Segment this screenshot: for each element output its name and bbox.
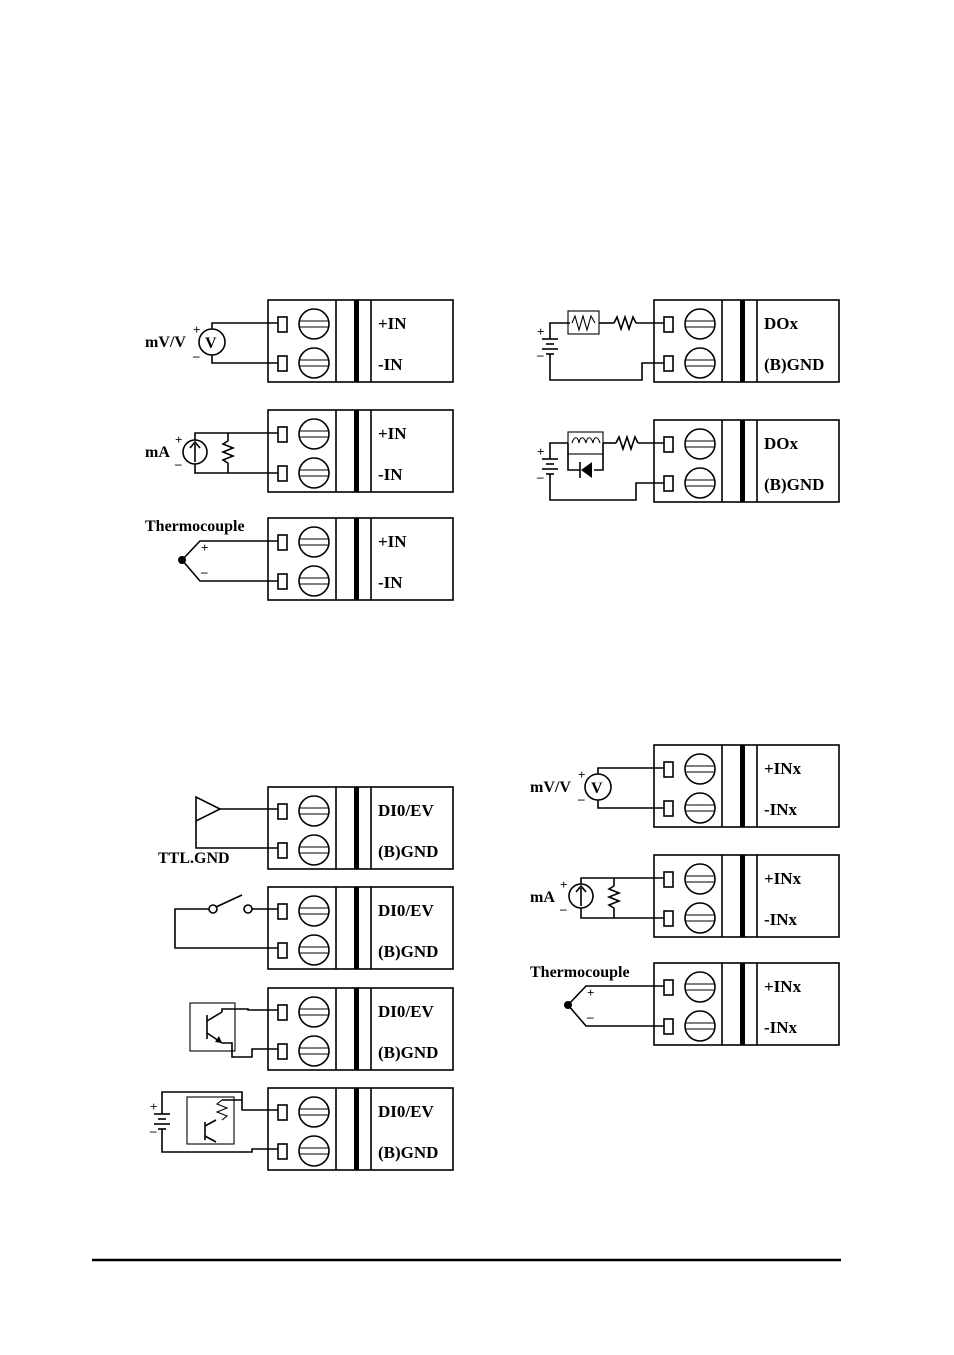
voltmeter-symbol: V: [205, 335, 217, 352]
switch-icon: [215, 894, 243, 908]
ttl-ground-label: TTL.GND: [158, 850, 230, 867]
terminal-block-aix-2: +INx -INx: [653, 854, 840, 938]
resistor-icon: [215, 1099, 229, 1121]
switch-input-wiring: [174, 894, 278, 949]
terminal-label-gnd: (B)GND: [764, 475, 824, 494]
diode-icon: [581, 462, 592, 478]
terminal-label-plus-in: +IN: [378, 532, 407, 551]
do-resistive-load-wiring: + –: [536, 310, 664, 381]
terminal-label-dox: DOx: [764, 434, 799, 453]
terminal-block-aix-1: +INx -INx: [653, 744, 840, 828]
minus-sign: –: [149, 1123, 157, 1138]
thermocouple-x-wiring: Thermocouple + –: [530, 964, 664, 1027]
voltage-source-wiring: mV/V + – V: [145, 322, 278, 364]
minus-sign: –: [174, 456, 182, 471]
plus-sign: +: [537, 444, 544, 459]
terminal-label-dox: DOx: [764, 314, 799, 333]
terminal-label-minus-inx: -INx: [764, 1018, 798, 1037]
terminal-label-plus-inx: +INx: [764, 869, 802, 888]
terminal-label-gnd: (B)GND: [378, 942, 438, 961]
photocoupler-input-wiring: + –: [149, 1091, 278, 1153]
voltage-source-label: mV/V: [145, 334, 186, 351]
voltage-source-x-wiring: mV/V + – V: [530, 767, 664, 809]
plus-sign: +: [175, 432, 182, 447]
plus-sign: +: [201, 540, 208, 555]
terminal-label-gnd: (B)GND: [378, 1143, 438, 1162]
terminal-label-di0: DI0/EV: [378, 901, 434, 920]
ttl-buffer-icon: [195, 795, 222, 823]
terminal-label-minus-in: -IN: [378, 573, 403, 592]
terminal-label-plus-in: +IN: [378, 424, 407, 443]
plus-sign: +: [193, 322, 200, 337]
current-source-label: mA: [145, 444, 170, 461]
terminal-label-gnd: (B)GND: [378, 1043, 438, 1062]
terminal-block-di-2: DI0/EV (B)GND: [267, 886, 454, 970]
plus-sign: +: [560, 877, 567, 892]
terminal-block-di-3: DI0/EV (B)GND: [267, 987, 454, 1071]
terminal-label-minus-inx: -INx: [764, 800, 798, 819]
do-relay-load-wiring: + –: [536, 431, 664, 501]
terminal-label-gnd: (B)GND: [764, 355, 824, 374]
resistor-icon: [615, 434, 639, 452]
current-source-x-wiring: mA + –: [530, 877, 664, 919]
minus-sign: –: [577, 791, 585, 806]
minus-sign: –: [536, 469, 544, 484]
terminal-block-ai-3: +IN -IN: [267, 517, 454, 601]
terminal-block-ai-1: +IN -IN: [267, 299, 454, 383]
minus-sign: –: [536, 347, 544, 362]
terminal-label-plus-inx: +INx: [764, 759, 802, 778]
terminal-label-plus-in: +IN: [378, 314, 407, 333]
voltmeter-symbol: V: [591, 780, 603, 797]
terminal-label-minus-in: -IN: [378, 465, 403, 484]
battery-icon: [542, 338, 558, 355]
photocoupler-icon: [186, 1096, 235, 1145]
resistor-icon: [220, 440, 236, 464]
terminal-label-di0: DI0/EV: [378, 1002, 434, 1021]
resistor-icon: [606, 885, 622, 909]
plus-sign: +: [537, 324, 544, 339]
thermocouple-label: Thermocouple: [145, 518, 245, 535]
terminal-block-aix-3: +INx -INx: [653, 962, 840, 1046]
terminal-block-ai-2: +IN -IN: [267, 409, 454, 493]
minus-sign: –: [200, 564, 208, 579]
voltage-source-label: mV/V: [530, 779, 571, 796]
plus-sign: +: [578, 767, 585, 782]
battery-icon: [542, 458, 558, 475]
transistor-input-wiring: [189, 1002, 278, 1058]
terminal-label-di0: DI0/EV: [378, 1102, 434, 1121]
terminal-label-minus-in: -IN: [378, 355, 403, 374]
plus-sign: +: [587, 985, 594, 1000]
transistor-icon: [189, 1002, 236, 1052]
minus-sign: –: [192, 348, 200, 363]
terminal-label-di0: DI0/EV: [378, 801, 434, 820]
ttl-input-wiring: TTL.GND: [158, 795, 278, 867]
minus-sign: –: [586, 1009, 594, 1024]
terminal-label-gnd: (B)GND: [378, 842, 438, 861]
thermocouple-wiring: Thermocouple + –: [145, 518, 278, 582]
current-source-label: mA: [530, 889, 555, 906]
plus-sign: +: [150, 1099, 157, 1114]
terminal-block-do-2: DOx (B)GND: [653, 419, 840, 503]
terminal-block-do-1: DOx (B)GND: [653, 299, 840, 383]
minus-sign: –: [559, 901, 567, 916]
terminal-label-minus-inx: -INx: [764, 910, 798, 929]
terminal-label-plus-inx: +INx: [764, 977, 802, 996]
current-source-wiring: mA + –: [145, 432, 278, 474]
resistor-icon: [613, 314, 637, 332]
terminal-block-di-4: DI0/EV (B)GND: [267, 1087, 454, 1171]
terminal-block-di-1: DI0/EV (B)GND: [267, 786, 454, 870]
thermocouple-label: Thermocouple: [530, 964, 630, 981]
